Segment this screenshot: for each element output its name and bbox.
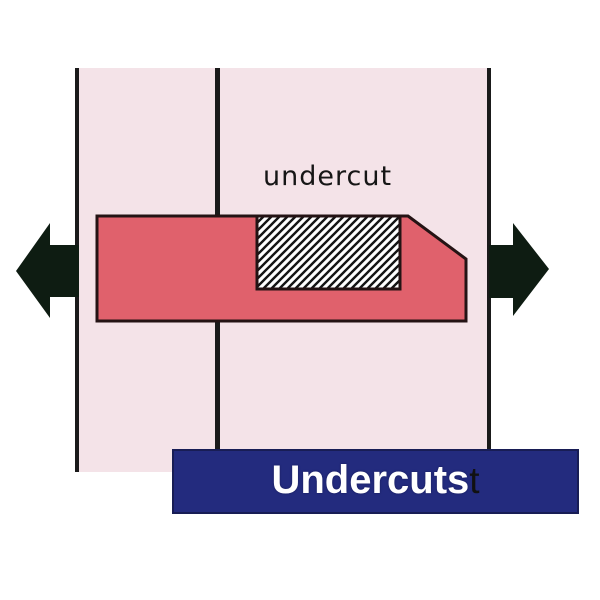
- banner-ghost-char: t: [469, 460, 480, 501]
- banner-title: Undercuts: [271, 458, 470, 502]
- undercut-label: undercut: [263, 161, 393, 192]
- title-banner: Undercutst: [172, 449, 579, 514]
- pull-arrow-left-icon: [16, 223, 79, 318]
- pull-arrow-right-icon: [489, 223, 549, 316]
- parting-line: [215, 68, 220, 472]
- mold-block: [75, 68, 491, 472]
